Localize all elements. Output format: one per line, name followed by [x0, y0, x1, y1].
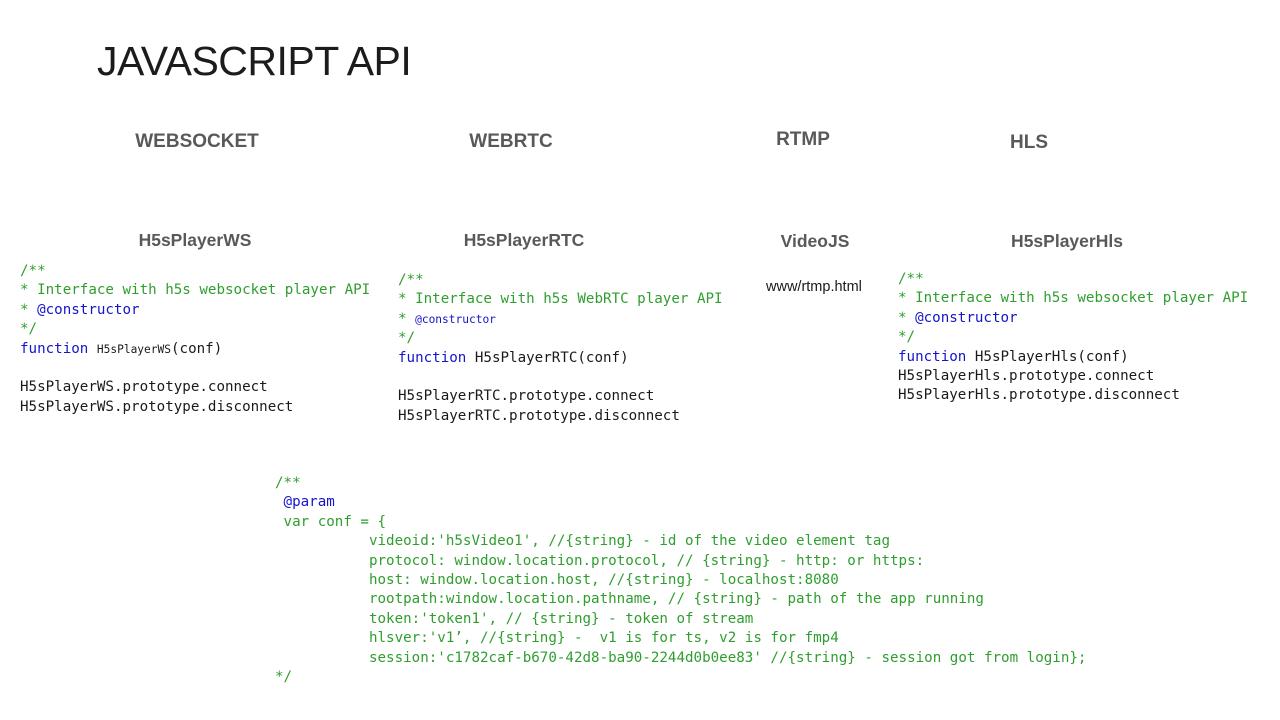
page-title: JAVASCRIPT API	[97, 38, 412, 84]
column-header-webrtc: WEBRTC	[469, 131, 553, 152]
code-block-websocket: /*** Interface with h5s websocket player…	[20, 263, 371, 415]
column-header-websocket: WEBSOCKET	[135, 131, 259, 152]
subheader-h5splayerrtc: H5sPlayerRTC	[463, 230, 585, 250]
code-block-conf: /** @param var conf = { videoid:'h5sVide…	[275, 475, 1087, 686]
code-block-webrtc: /*** Interface with h5s WebRTC player AP…	[398, 272, 723, 424]
column-header-hls: HLS	[1010, 132, 1048, 153]
subheader-h5splayerws: H5sPlayerWS	[138, 230, 252, 250]
code-block-hls: /*** Interface with h5s websocket player…	[898, 271, 1249, 404]
column-header-rtmp: RTMP	[776, 129, 830, 150]
subheader-videojs: VideoJS	[780, 231, 850, 251]
subheader-h5splayerhls: H5sPlayerHls	[1011, 231, 1123, 251]
rtmp-file-note: www/rtmp.html	[766, 279, 862, 295]
